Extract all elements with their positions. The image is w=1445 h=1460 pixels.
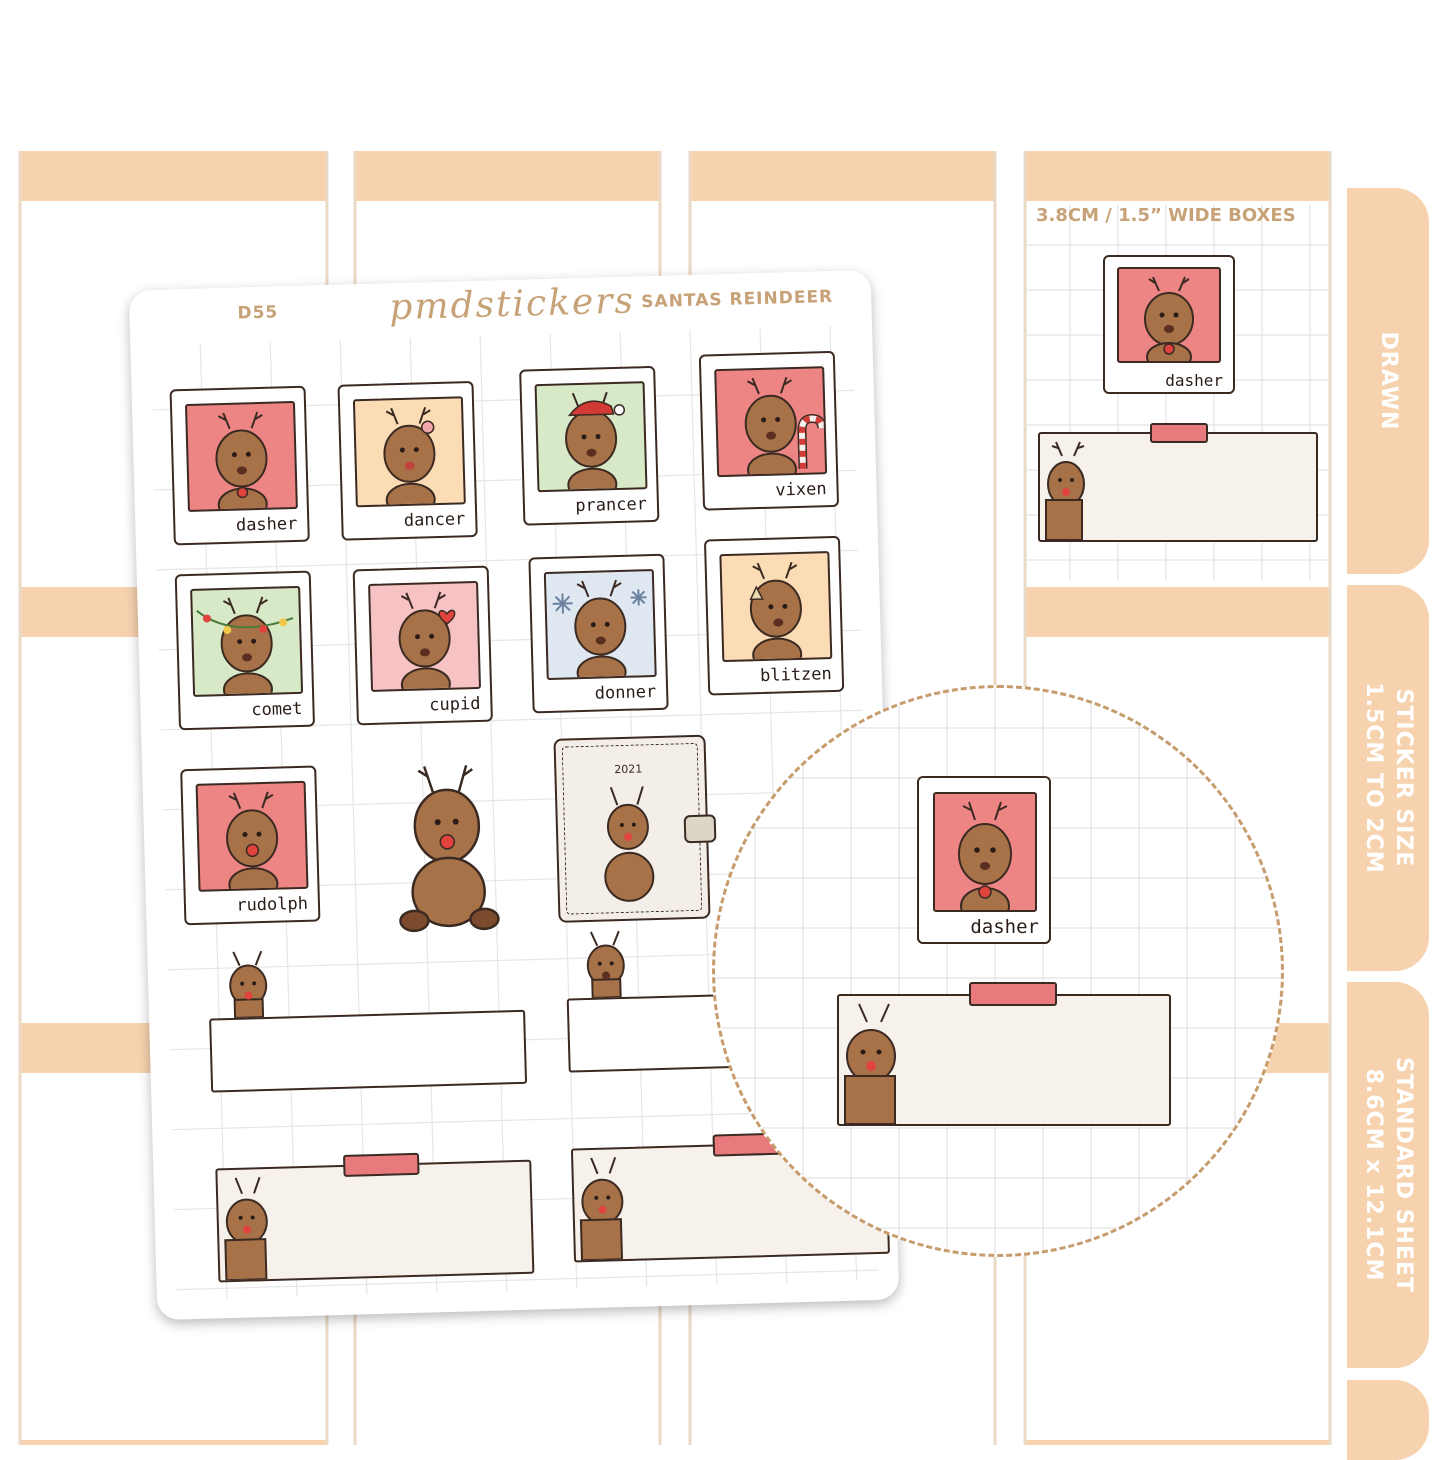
- sitting-reindeer-icon: [380, 750, 515, 934]
- planner-clasp: [684, 814, 717, 843]
- magnifier-zoom: dasher: [712, 685, 1284, 1257]
- polaroid-name: donner: [595, 682, 657, 704]
- planner-sticker: 2021: [553, 735, 710, 923]
- photo-prancer: [535, 381, 648, 492]
- reindeer-peeking-icon: [217, 947, 279, 1019]
- tab-drawn-label: DRAWN: [1373, 332, 1403, 431]
- reindeer-icon: [537, 383, 646, 490]
- sample-washi-tape: [1150, 423, 1208, 443]
- tab-standard-sheet: STANDARD SHEET 8.6CM x 12.1CM: [1347, 982, 1429, 1368]
- photo-blitzen: [719, 551, 832, 662]
- polaroid-dancer: dancer: [337, 381, 477, 541]
- tab-standard-sheet-label: STANDARD SHEET 8.6CM x 12.1CM: [1358, 1057, 1418, 1293]
- photo-cupid: [368, 581, 481, 692]
- polaroid-name: prancer: [575, 494, 647, 516]
- reindeer-icon: [587, 778, 671, 910]
- zoom-name: dasher: [970, 916, 1039, 938]
- polaroid-rudolph: rudolph: [180, 766, 320, 926]
- photo-dasher: [185, 401, 298, 512]
- polaroid-dasher: dasher: [170, 386, 310, 546]
- note-box-1: [209, 1010, 527, 1093]
- tab-drawn: DRAWN: [1347, 188, 1429, 574]
- tab-sticker-size-line1: STICKER SIZE: [1388, 682, 1418, 873]
- polaroid-donner: donner: [528, 554, 668, 714]
- peeking-reindeer-icon: [1040, 434, 1088, 540]
- tab-sticker-size: STICKER SIZE 1.5CM TO 2CM: [1347, 585, 1429, 971]
- sample-name: dasher: [1165, 371, 1223, 390]
- polaroid-name: vixen: [775, 479, 827, 500]
- photo-donner: [544, 569, 657, 680]
- tab-standard-sheet-line1: STANDARD SHEET: [1388, 1057, 1418, 1293]
- peeking-reindeer-icon: [839, 996, 905, 1124]
- reindeer-peeking-icon: [575, 927, 637, 999]
- polaroid-name: dasher: [236, 514, 298, 536]
- peeking-reindeer-icon: [217, 1169, 276, 1281]
- reindeer-icon: [355, 398, 464, 505]
- photo-dancer: [353, 396, 466, 507]
- washi-tape: [343, 1153, 420, 1177]
- zoom-polaroid: dasher: [917, 776, 1051, 944]
- reindeer-icon: [198, 783, 307, 890]
- zoom-photo: [933, 792, 1037, 912]
- zoom-tape-box: [837, 994, 1171, 1126]
- reindeer-icon: [721, 553, 830, 660]
- planner-year: 2021: [614, 762, 642, 776]
- polaroid-name: rudolph: [236, 894, 308, 916]
- polaroid-name: cupid: [429, 694, 481, 715]
- reindeer-icon: [1119, 269, 1219, 361]
- photo-vixen: [714, 366, 827, 477]
- sample-photo: [1117, 267, 1221, 363]
- sample-tape-box: [1038, 432, 1318, 542]
- photo-rudolph: [196, 781, 309, 892]
- polaroid-prancer: prancer: [519, 366, 659, 526]
- magnifier-grid: [715, 688, 1281, 1254]
- brand-logo: pmdstickers: [389, 280, 636, 328]
- reindeer-icon: [716, 368, 825, 475]
- box-width-label: 3.8CM / 1.5” WIDE BOXES: [1036, 205, 1296, 226]
- polaroid-cupid: cupid: [353, 566, 493, 726]
- tab-sticker-size-label: STICKER SIZE 1.5CM TO 2CM: [1358, 682, 1418, 873]
- reindeer-icon: [546, 571, 655, 678]
- polaroid-comet: comet: [175, 571, 315, 731]
- tab-empty: [1347, 1380, 1429, 1460]
- tape-box-1: [215, 1160, 534, 1283]
- reindeer-icon: [187, 403, 296, 510]
- tab-standard-sheet-line2: 8.6CM x 12.1CM: [1358, 1057, 1388, 1293]
- zoom-washi-tape: [969, 982, 1057, 1006]
- sample-polaroid: dasher: [1103, 255, 1235, 394]
- polaroid-name: comet: [251, 699, 303, 720]
- sheet-code: D55: [237, 302, 278, 323]
- tab-sticker-size-line2: 1.5CM TO 2CM: [1358, 682, 1388, 873]
- photo-comet: [190, 586, 303, 697]
- polaroid-vixen: vixen: [699, 351, 839, 511]
- reindeer-icon: [935, 794, 1035, 910]
- polaroid-name: dancer: [404, 509, 466, 531]
- peeking-reindeer-icon: [573, 1149, 632, 1261]
- polaroid-name: blitzen: [760, 664, 832, 686]
- reindeer-icon: [370, 583, 479, 690]
- polaroid-blitzen: blitzen: [704, 536, 844, 696]
- reindeer-icon: [192, 588, 301, 695]
